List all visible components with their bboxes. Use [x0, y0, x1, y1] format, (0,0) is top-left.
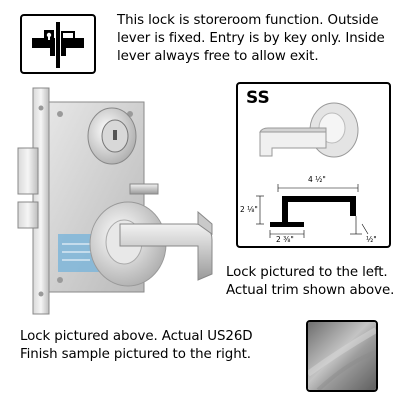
function-icon-box	[20, 14, 96, 74]
trim-style-label: SS	[246, 88, 270, 108]
dimension-height: 2 ⅛"	[240, 205, 258, 214]
mortise-lock-image	[17, 87, 213, 315]
dimension-projection: ½"	[366, 235, 377, 244]
function-description: This lock is storeroom function. Outside…	[117, 13, 385, 64]
lock-caption: Lock pictured to the left. Actual trim s…	[226, 265, 395, 298]
brushed-chrome-swatch	[308, 322, 376, 390]
lever-trim-drawing	[256, 102, 369, 238]
finish-caption: Lock pictured above. Actual US26D Finish…	[20, 329, 253, 362]
dimension-width: 4 ½"	[308, 175, 326, 184]
finish-sample-swatch	[306, 320, 378, 392]
trim-style-box: SS 4 ½" 2 ⅛" 2 ⅜" ½"	[236, 82, 391, 248]
dimension-rose: 2 ⅜"	[276, 235, 294, 244]
storeroom-function-icon	[32, 22, 84, 68]
